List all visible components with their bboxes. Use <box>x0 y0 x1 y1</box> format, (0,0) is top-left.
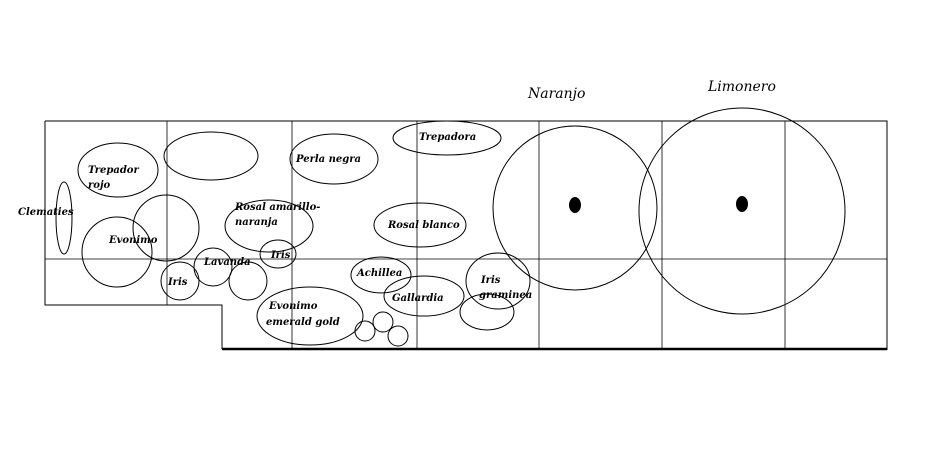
lavanda-shape-b <box>228 261 268 301</box>
naranjo-trunk <box>569 197 581 213</box>
rosal-amarillo-label-1: Rosal amarillo- <box>234 202 320 213</box>
iris-graminea-label-1: Iris <box>480 275 501 286</box>
unlabeled-shape <box>163 131 259 181</box>
lavanda-shape-a <box>193 247 233 287</box>
small-plant-shape-b <box>372 311 394 333</box>
iris-graminea-label-2: graminea <box>479 290 532 301</box>
limonero-canopy <box>638 107 846 315</box>
naranjo-tree: Naranjo <box>492 86 658 291</box>
iris-mid-shape <box>259 239 297 269</box>
iris-mid-label: Iris <box>270 250 291 261</box>
rosal-amarillo-shape <box>224 199 314 253</box>
plant-shapes <box>55 120 531 347</box>
iris-left-shape <box>160 261 200 301</box>
limonero-trunk <box>736 196 748 212</box>
limonero-label: Limonero <box>707 79 776 95</box>
clematies-label: Clematies <box>18 207 74 218</box>
iris-graminea-shape-b <box>459 293 515 331</box>
rosal-amarillo-label-2: naranja <box>235 217 278 228</box>
perla-negra-label: Perla negra <box>295 154 361 165</box>
trepadora-shape <box>392 120 502 156</box>
trepador-rojo-label-1: Trepador <box>88 165 139 176</box>
plant-labels: Clematies Trepador rojo Evonimo Iris Lav… <box>18 132 532 328</box>
trepador-rojo-shape <box>77 142 159 198</box>
achillea-label: Achillea <box>356 268 402 279</box>
rosal-blanco-shape <box>373 202 467 248</box>
garden-bed-outline <box>44 120 888 351</box>
naranjo-label: Naranjo <box>527 86 585 102</box>
evonimo-eg-label-1: Evonimo <box>268 301 318 312</box>
lavanda-label: Lavanda <box>203 257 251 268</box>
evonimo-eg-label-2: emerald gold <box>266 317 340 328</box>
limonero-tree: Limonero <box>638 79 846 315</box>
gallardia-label: Gallardia <box>392 293 444 304</box>
evonimo-eg-shape <box>256 286 364 346</box>
gallardia-shape <box>383 275 465 317</box>
perla-negra-shape <box>289 133 379 185</box>
rosal-blanco-label: Rosal blanco <box>387 220 460 231</box>
evonimo-shape-b <box>132 194 200 262</box>
evonimo-label: Evonimo <box>108 235 158 246</box>
iris-graminea-shape-a <box>465 252 531 310</box>
small-plant-shape-c <box>387 325 409 347</box>
iris-left-label: Iris <box>167 277 188 288</box>
small-plant-shape-a <box>354 320 376 342</box>
trepadora-label: Trepadora <box>419 132 476 143</box>
naranjo-canopy <box>492 125 658 291</box>
clematies-shape <box>55 181 73 255</box>
grid-lines <box>45 121 887 349</box>
trepador-rojo-label-2: rojo <box>88 180 111 191</box>
evonimo-shape-a <box>81 216 153 288</box>
achillea-shape <box>350 256 412 294</box>
